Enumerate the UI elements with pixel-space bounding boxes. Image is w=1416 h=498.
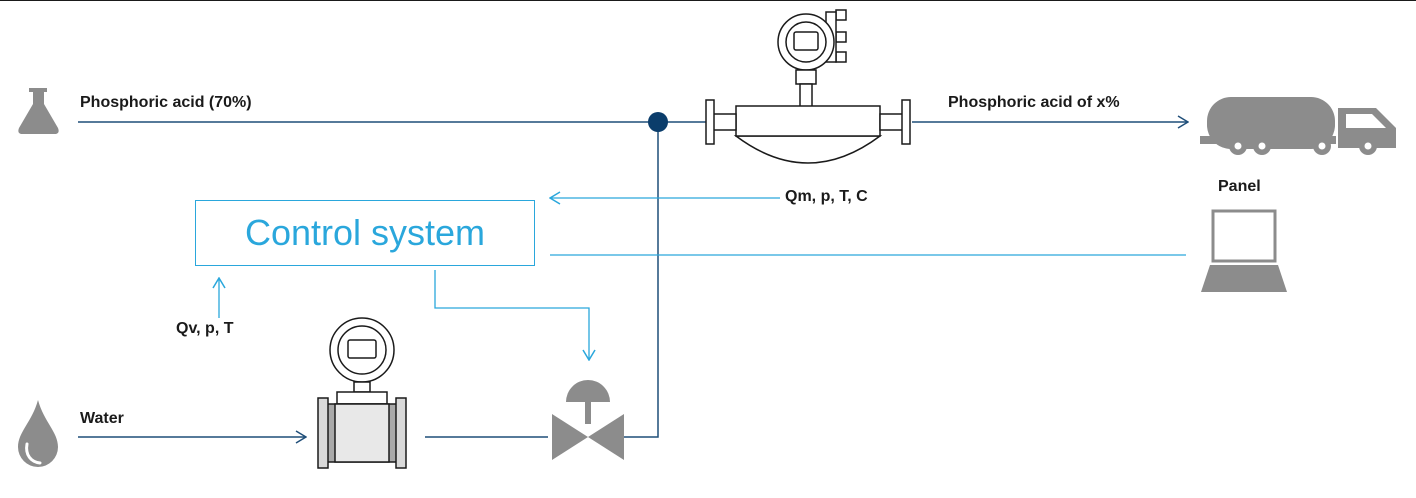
tanker-truck-icon: [1200, 97, 1396, 155]
coriolis-signals-label: Qm, p, T, C: [785, 188, 868, 205]
junction-dot: [648, 112, 668, 132]
acid-inlet-label: Phosphoric acid (70%): [80, 94, 252, 111]
magflow-signals-label: Qv, p, T: [176, 320, 234, 337]
control-valve-icon: [552, 380, 624, 460]
electromagnetic-flowmeter-icon: [317, 317, 407, 469]
flask-icon: [18, 88, 59, 134]
process-lines: [78, 122, 1188, 437]
laptop-icon: [1201, 209, 1287, 292]
signal-lines: [219, 198, 1186, 360]
valve-command-line: [434, 270, 589, 360]
control-system-box: Control system: [195, 200, 535, 266]
coriolis-flowmeter-icon: [705, 9, 911, 164]
top-rule: [0, 0, 1416, 1]
water-label: Water: [80, 410, 124, 427]
water-drop-icon: [18, 400, 58, 467]
panel-label: Panel: [1218, 178, 1261, 195]
valve-to-junction-line: [624, 122, 659, 438]
control-system-label: Control system: [244, 212, 486, 253]
acid-outlet-label: Phosphoric acid of x%: [948, 94, 1120, 111]
